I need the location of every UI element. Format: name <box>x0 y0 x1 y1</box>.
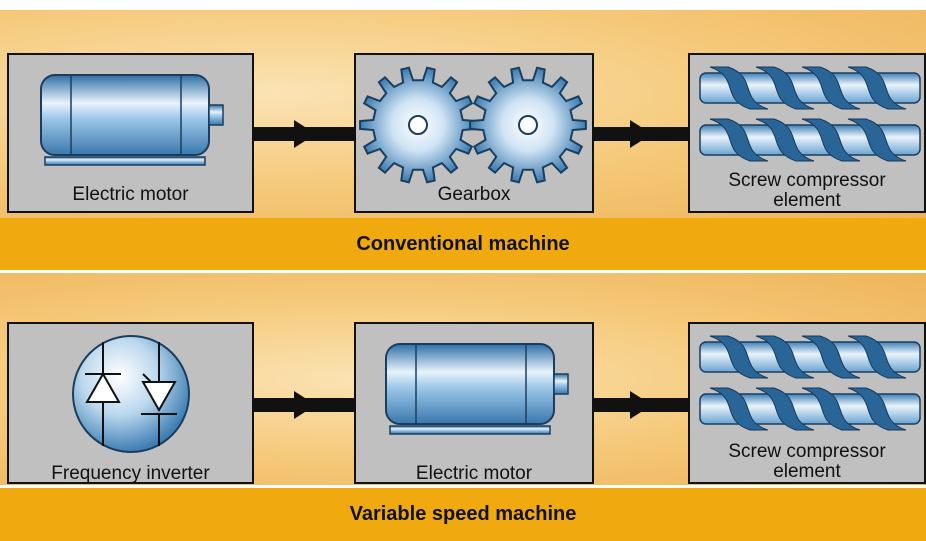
electric-motor-label: Electric motor <box>415 463 533 484</box>
frequency-inverter-label: Frequency inverter <box>51 463 210 484</box>
screw-compressor-label-line2: element <box>773 461 841 482</box>
electric-motor-icon <box>40 74 224 166</box>
screw-compressor-box: Screw compressor element <box>688 53 926 213</box>
electric-motor-icon <box>385 343 569 435</box>
frequency-inverter-icon <box>72 335 190 453</box>
electric-motor-label: Electric motor <box>72 184 189 205</box>
arrow-icon <box>630 120 652 148</box>
electric-motor-box: Electric motor <box>7 53 254 213</box>
screw-compressor-label-line2: element <box>773 190 841 211</box>
arrow-icon <box>294 120 316 148</box>
screw-rotors-icon <box>699 335 921 431</box>
frequency-inverter-box: Frequency inverter <box>7 322 254 484</box>
conventional-machine-band: Conventional machine <box>0 218 926 270</box>
screw-compressor-box: Screw compressor element <box>688 322 926 484</box>
screw-rotors-icon <box>699 66 921 162</box>
arrow-icon <box>294 391 316 419</box>
gearbox-label: Gearbox <box>437 184 511 205</box>
arrow-icon <box>630 391 652 419</box>
gearbox-icon <box>359 66 587 184</box>
electric-motor-box: Electric motor <box>354 322 594 484</box>
screw-compressor-label-line1: Screw compressor <box>728 441 886 462</box>
gearbox-box: Gearbox <box>354 53 594 213</box>
screw-compressor-label-line1: Screw compressor <box>728 170 886 191</box>
variable-speed-machine-band: Variable speed machine <box>0 488 926 541</box>
